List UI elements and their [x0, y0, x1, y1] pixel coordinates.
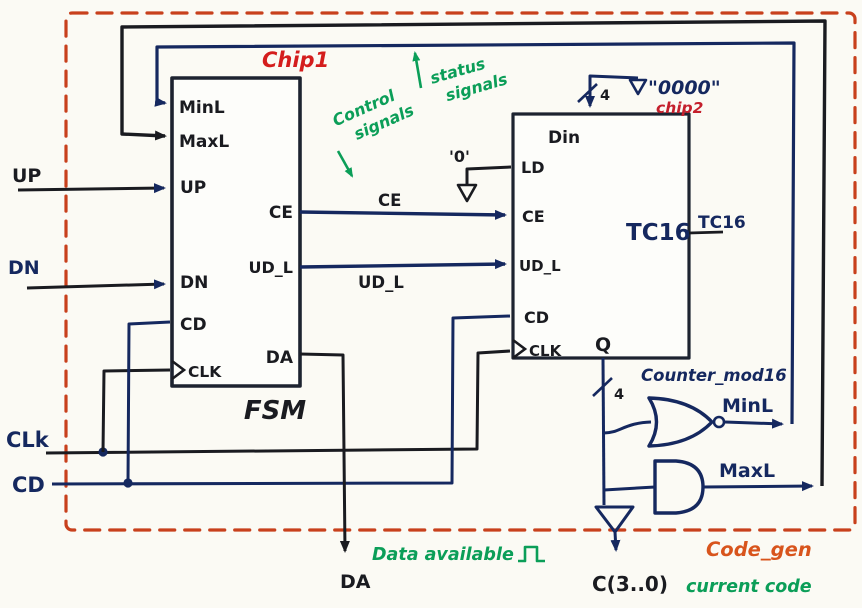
q-branch-to-and: [603, 485, 656, 492]
udl-wire: [299, 259, 507, 270]
c-bus-output-label: C(3..0): [592, 572, 668, 596]
ground-triangle-icon: [456, 183, 478, 203]
din-bus-slash: [577, 83, 598, 103]
cd-wire: [51, 314, 511, 486]
status-signals-annotation: status signals: [428, 54, 510, 105]
tc16-port-clk: CLK: [529, 342, 563, 360]
tc16-clock-chevron: [512, 338, 528, 360]
fsm-port-cd: CD: [180, 315, 207, 335]
dn-signal-label: DN: [8, 257, 40, 279]
up-signal-label: UP: [12, 165, 41, 187]
zero-nibble-constant: "0000": [648, 77, 721, 99]
tc16-port-q: Q: [595, 334, 611, 356]
constant-arrow-triangle-icon: [628, 78, 648, 96]
fsm-title: FSM: [244, 396, 306, 426]
control-signals-arrow-icon: [336, 150, 354, 178]
din-constant-wire: [585, 74, 639, 108]
ce-wire-label: CE: [378, 191, 401, 210]
tc16-tc-signal-label: TC16: [698, 213, 746, 233]
din-bus-width: 4: [600, 88, 610, 104]
q-bus-slash: [592, 377, 613, 397]
current-code-label: current code: [686, 577, 812, 597]
tc16-port-din: Din: [548, 128, 580, 148]
ld-zero-constant: '0': [449, 147, 470, 166]
tc16-block: [511, 112, 691, 360]
up-wire: [17, 183, 166, 194]
maxl-wire-label: MaxL: [719, 460, 775, 482]
fsm-port-dn: DN: [180, 273, 208, 293]
pulse-icon: [518, 545, 545, 563]
q-bus-width: 4: [614, 387, 624, 403]
counter-mod16-label: Counter_mod16: [641, 366, 787, 385]
q-bus-wire: [601, 357, 606, 506]
tc16-title: TC16: [626, 220, 691, 246]
minl-feedback-wire: [154, 41, 796, 425]
minl-wire-label: MinL: [722, 395, 773, 417]
q-branch-to-nor: [603, 420, 652, 435]
minl-out-wire: [724, 418, 784, 429]
tc16-port-ce: CE: [522, 207, 545, 226]
tc16-port-cd: CD: [524, 308, 549, 327]
tc16-port-udl: UD_L: [519, 257, 561, 275]
fsm-block: [170, 76, 302, 388]
cd-branch-to-fsm: [126, 320, 171, 484]
code-gen-label: Code_gen: [706, 538, 812, 561]
c-bus-out-wire: [610, 531, 621, 552]
cd-signal-label: CD: [12, 473, 45, 497]
da-output-label: DA: [340, 571, 371, 593]
maxl-feedback-wire: [120, 19, 827, 487]
dn-wire: [26, 279, 166, 290]
fsm-port-up: UP: [180, 178, 206, 198]
clk-wire: [45, 349, 511, 455]
output-buffer-triangle-icon: [594, 505, 635, 534]
clk-signal-label: CLk: [6, 428, 50, 452]
fsm-port-maxl: MaxL: [179, 132, 229, 152]
maxl-out-wire: [702, 481, 814, 492]
nor-gate-bubble-icon: [712, 415, 726, 429]
udl-wire-label: UD_L: [358, 273, 404, 292]
tc16-port-ld: LD: [521, 158, 544, 177]
chip2-label: chip2: [656, 99, 703, 117]
chip1-label: Chip1: [262, 48, 329, 72]
and-gate-icon: [653, 459, 705, 515]
ce-wire: [299, 209, 507, 220]
chip-dashed-border: [64, 11, 857, 532]
tc16-tc-output-stub: [688, 230, 724, 235]
fsm-clock-chevron: [171, 359, 187, 381]
fsm-port-clk: CLK: [188, 363, 222, 381]
fsm-port-udl: UD_L: [249, 258, 293, 277]
da-wire: [299, 352, 350, 553]
ld-tie-wire: [465, 165, 512, 185]
clk-branch-to-fsm: [101, 368, 171, 453]
nor-gate-icon: [647, 396, 714, 448]
data-available-label: Data available: [372, 545, 514, 565]
control-signals-annotation: Control signals: [330, 86, 417, 144]
fsm-port-ce: CE: [269, 203, 293, 223]
status-signals-arrow-icon: [412, 51, 423, 89]
fsm-port-minl: MinL: [179, 98, 225, 118]
fsm-port-da: DA: [266, 348, 294, 368]
